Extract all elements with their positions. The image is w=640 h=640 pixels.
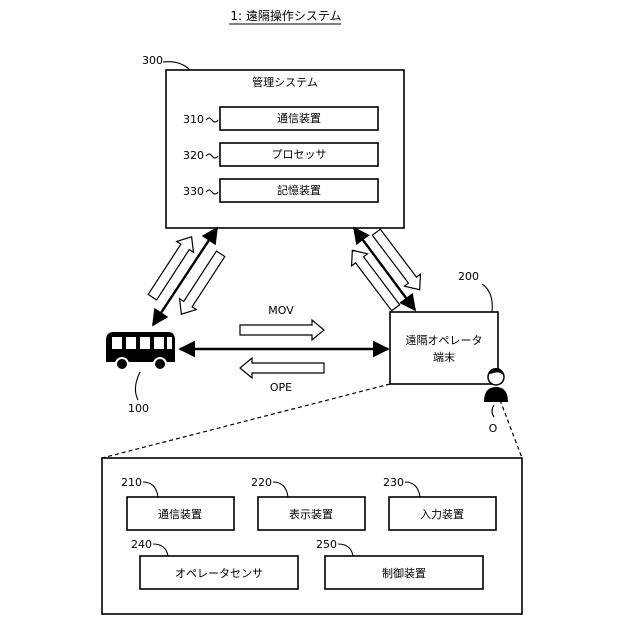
operator-label: O bbox=[489, 422, 498, 435]
terminal-label-line1: 遠隔オペレータ bbox=[406, 334, 483, 347]
terminal-ref: 200 bbox=[458, 270, 479, 283]
management-system-ref: 300 bbox=[142, 54, 163, 67]
management-storage-label: 記憶装置 bbox=[277, 183, 321, 197]
terminal-comm-device-ref: 210 bbox=[121, 476, 142, 489]
management-system-label: 管理システム bbox=[252, 75, 318, 89]
management-processor-ref: 320 bbox=[183, 149, 204, 162]
bus-icon bbox=[106, 332, 175, 370]
terminal-input-device-ref: 230 bbox=[383, 476, 404, 489]
terminal-detail-box bbox=[102, 458, 522, 614]
ope-flow-label: OPE bbox=[270, 381, 292, 394]
ope-flow-arrow bbox=[240, 358, 324, 378]
terminal-label-line2: 端末 bbox=[433, 350, 455, 364]
management-system-leader bbox=[163, 62, 190, 70]
management-processor-label: プロセッサ bbox=[272, 148, 327, 161]
diagram-title: 1: 遠隔操作システム bbox=[230, 8, 341, 23]
terminal-display-device-ref: 220 bbox=[251, 476, 272, 489]
management-system: 管理システム 300 通信装置 310 プロセッサ 320 記憶装置 330 bbox=[142, 54, 404, 228]
detail-connector-left bbox=[102, 384, 390, 458]
terminal-display-device-label: 表示装置 bbox=[289, 507, 333, 521]
terminal-leader bbox=[482, 284, 492, 312]
mov-flow-label: MOV bbox=[268, 304, 294, 317]
vehicle-leader bbox=[135, 372, 140, 400]
vehicle-ref: 100 bbox=[128, 402, 149, 415]
detail-connector-right bbox=[500, 400, 522, 458]
terminal-input-device-label: 入力装置 bbox=[420, 508, 464, 521]
terminal-control-device-ref: 250 bbox=[316, 538, 337, 551]
mov-flow-arrow bbox=[240, 320, 324, 340]
terminal-operator-sensor-label: オペレータセンサ bbox=[175, 567, 263, 580]
terminal-control-device-label: 制御装置 bbox=[382, 566, 426, 580]
management-storage-ref: 330 bbox=[183, 185, 204, 198]
terminal-operator-sensor-ref: 240 bbox=[131, 538, 152, 551]
terminal-detail: 通信装置 210 表示装置 220 入力装置 230 オペレータセンサ 240 … bbox=[102, 458, 522, 614]
management-comm-device-label: 通信装置 bbox=[277, 112, 321, 125]
terminal-box bbox=[390, 312, 498, 384]
management-comm-device-ref: 310 bbox=[183, 113, 204, 126]
operator-leader bbox=[492, 405, 494, 417]
terminal-comm-device-label: 通信装置 bbox=[158, 508, 202, 521]
